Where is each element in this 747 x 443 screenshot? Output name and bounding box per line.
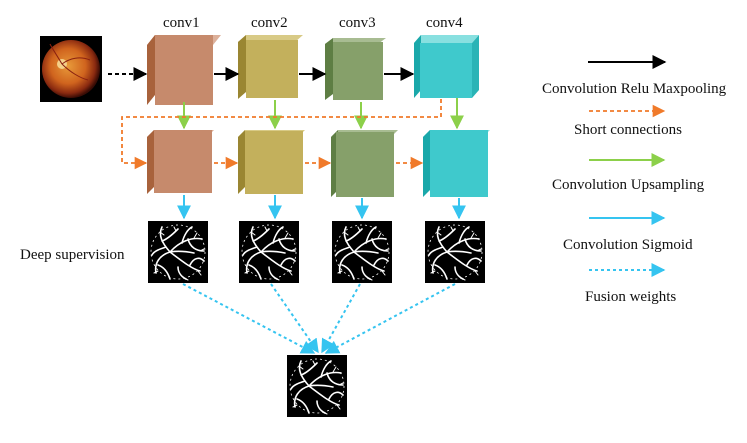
cube-conv1-encoder <box>147 35 221 105</box>
fusion-arrow-4 <box>324 283 456 354</box>
cube-conv1-side <box>147 130 214 194</box>
legend-conv-relu-label: Convolution Relu Maxpooling <box>542 81 727 97</box>
cube-conv3-encoder <box>325 38 386 100</box>
short-connection-line <box>121 99 442 170</box>
legend: Convolution Relu Maxpooling Short connec… <box>542 55 727 305</box>
deep-supervision-label: Deep supervision <box>20 247 125 263</box>
fusion-arrow-3 <box>321 283 361 354</box>
cube-conv2-encoder <box>238 35 303 99</box>
side-output-map-1 <box>147 220 209 284</box>
legend-sigmoid-label: Convolution Sigmoid <box>563 237 693 253</box>
fusion-arrow-1 <box>182 283 316 354</box>
side-output-map-3 <box>331 220 393 284</box>
legend-upsample-label: Convolution Upsampling <box>552 177 705 193</box>
cube-conv2-side <box>238 130 305 194</box>
stage-label-conv2: conv2 <box>251 15 288 31</box>
legend-fusion-label: Fusion weights <box>585 289 676 305</box>
cube-conv4-side <box>423 130 490 197</box>
stage-label-conv4: conv4 <box>426 15 463 31</box>
input-fundus-image <box>40 36 102 102</box>
cube-conv4-encoder <box>414 35 479 98</box>
stage-label-conv3: conv3 <box>339 15 376 31</box>
stage-label-conv1: conv1 <box>163 15 200 31</box>
legend-short-label: Short connections <box>574 122 682 138</box>
fusion-arrow-2 <box>270 283 319 354</box>
cube-conv3-side <box>331 130 398 197</box>
side-output-map-4 <box>424 220 486 284</box>
side-output-map-2 <box>238 220 300 284</box>
fused-output-map <box>286 354 348 418</box>
